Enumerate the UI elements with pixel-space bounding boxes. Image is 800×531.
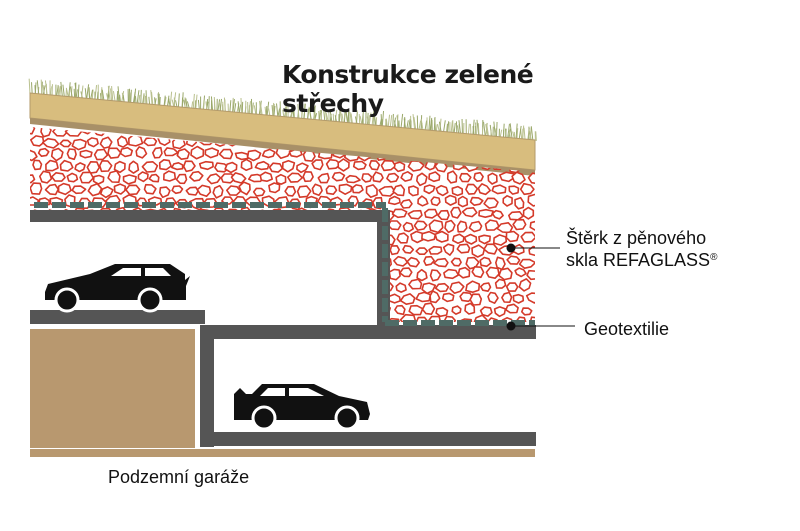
ground-strip: [30, 449, 535, 457]
foam-glass-label-line2: skla REFAGLASS: [566, 250, 711, 270]
diagram-title: Konstrukce zelené střechy: [282, 60, 534, 118]
car-icon: [45, 264, 190, 313]
garages-label: Podzemní garáže: [108, 467, 250, 487]
upper-garage-roof-slab: [30, 210, 390, 330]
earth-block: [30, 329, 195, 448]
lower-garage-roof-slab: [200, 325, 536, 339]
upper-garage-floor-slab: [30, 310, 205, 324]
foam-glass-label-line2-wrap: skla REFAGLASS®: [566, 249, 717, 271]
registered-mark: ®: [710, 252, 718, 263]
grass-layer: [28, 78, 537, 141]
geotextile-label: Geotextilie: [584, 319, 670, 339]
foam-glass-label-line1: Štěrk z pěnového: [566, 228, 707, 248]
lower-garage-wall: [200, 325, 214, 447]
car-icon: [234, 384, 370, 431]
geotextile-marker: [506, 321, 516, 331]
foam-glass-label: Štěrk z pěnového skla REFAGLASS®: [566, 227, 717, 271]
lower-garage-floor-slab: [200, 432, 536, 446]
foam-glass-marker: [506, 243, 516, 253]
filter-layer: [30, 118, 535, 176]
